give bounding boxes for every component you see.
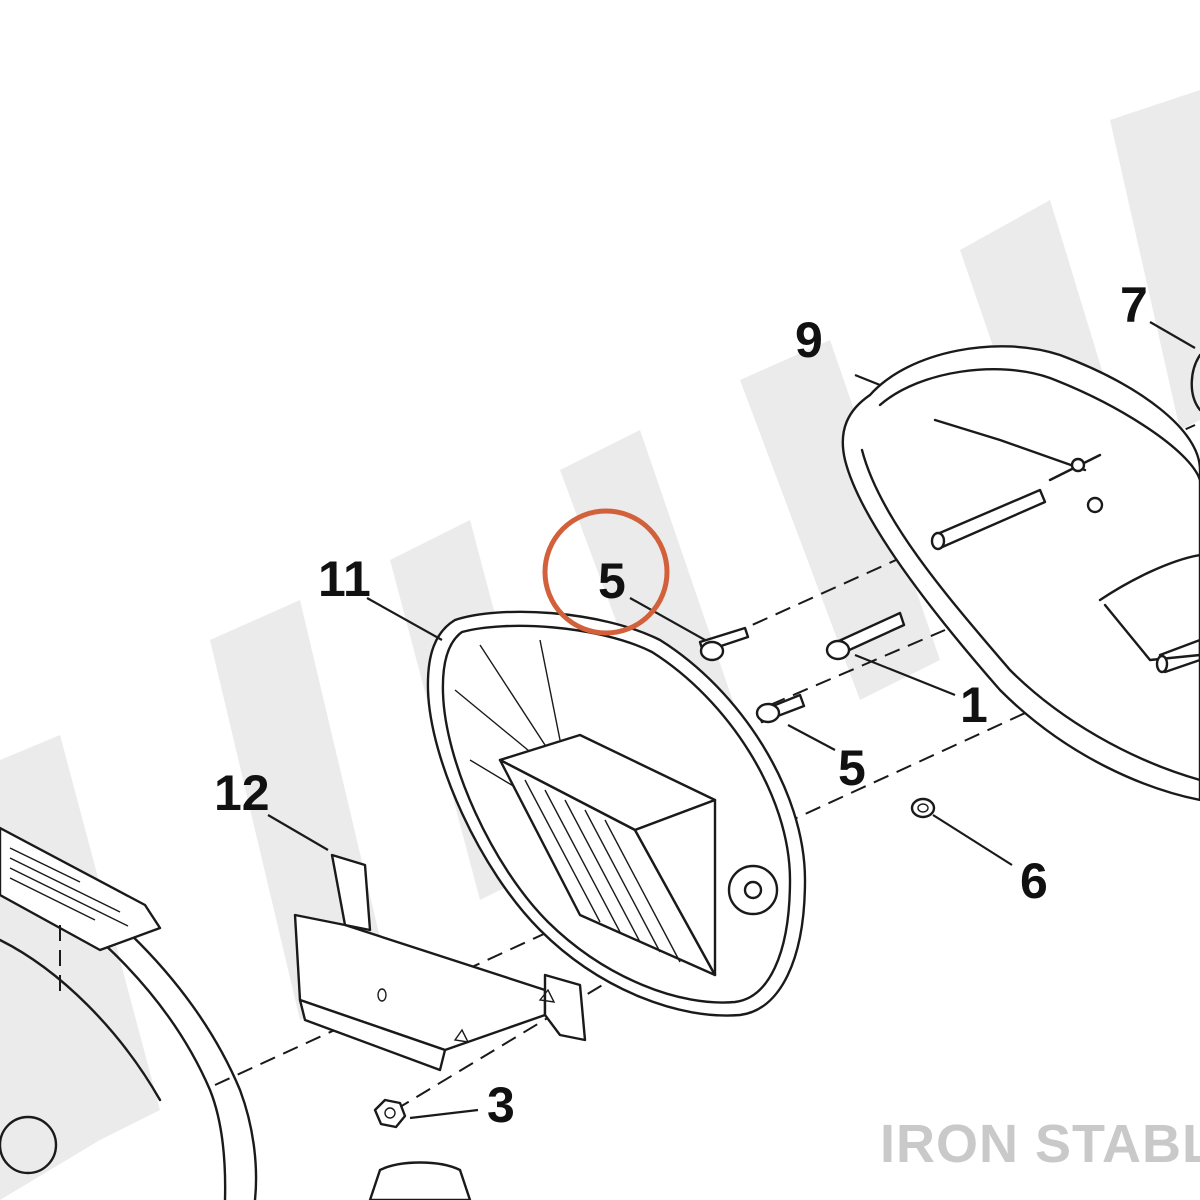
- warning-label-text: [9, 847, 129, 927]
- callout-7: 7: [1120, 277, 1148, 333]
- leader-lines: [267, 321, 1196, 1120]
- air-cleaner-cover: [426, 610, 807, 1017]
- filter-pleats: [524, 779, 681, 963]
- callout-3: 3: [487, 1077, 515, 1133]
- engine-cover-left: [0, 826, 258, 1200]
- highlight-ring: [542, 508, 670, 636]
- callout-5-upper: 5: [598, 553, 626, 609]
- callout-5-lower: 5: [838, 740, 866, 796]
- callout-11: 11: [318, 551, 371, 607]
- housing-backplate: [841, 345, 1200, 802]
- fasteners: [368, 611, 936, 1200]
- brand-watermark: IRON STABLE: [880, 1114, 1200, 1174]
- callout-6: 6: [1020, 853, 1048, 909]
- mounting-bracket: [293, 853, 587, 1072]
- callout-12: 12: [214, 765, 270, 821]
- callout-1: 1: [960, 677, 988, 733]
- callout-9: 9: [795, 312, 823, 368]
